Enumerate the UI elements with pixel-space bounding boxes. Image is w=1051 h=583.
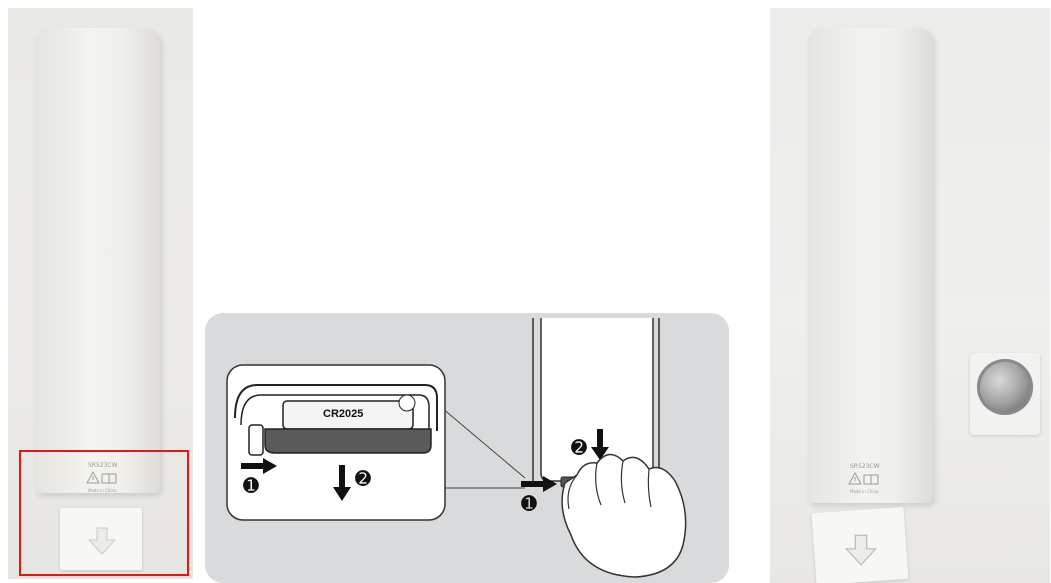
battery-holder bbox=[970, 353, 1040, 435]
highlight-box bbox=[19, 450, 189, 576]
remote-back-photo-right: SR523CW Made in China bbox=[770, 8, 1050, 583]
step-2-marker-inset: ➋ bbox=[355, 468, 371, 490]
step-1-marker-hand: ➊ bbox=[521, 493, 537, 515]
down-arrow-icon bbox=[844, 533, 878, 567]
battery-model-label: CR2025 bbox=[323, 408, 363, 420]
coin-cell-battery bbox=[977, 359, 1033, 415]
step-1-marker-inset: ➊ bbox=[243, 475, 259, 497]
model-label: SR523CW bbox=[850, 463, 880, 470]
battery-replacement-diagram: CR2025 ➊ ➋ ➊ ➋ bbox=[205, 313, 729, 583]
diagram-illustration bbox=[205, 313, 729, 583]
remote-back-cover bbox=[808, 28, 933, 503]
made-in-label: Made in China bbox=[850, 489, 879, 494]
warning-icon bbox=[848, 472, 882, 486]
step-2-marker-hand: ➋ bbox=[571, 437, 587, 459]
remote-back-cover bbox=[35, 28, 160, 493]
